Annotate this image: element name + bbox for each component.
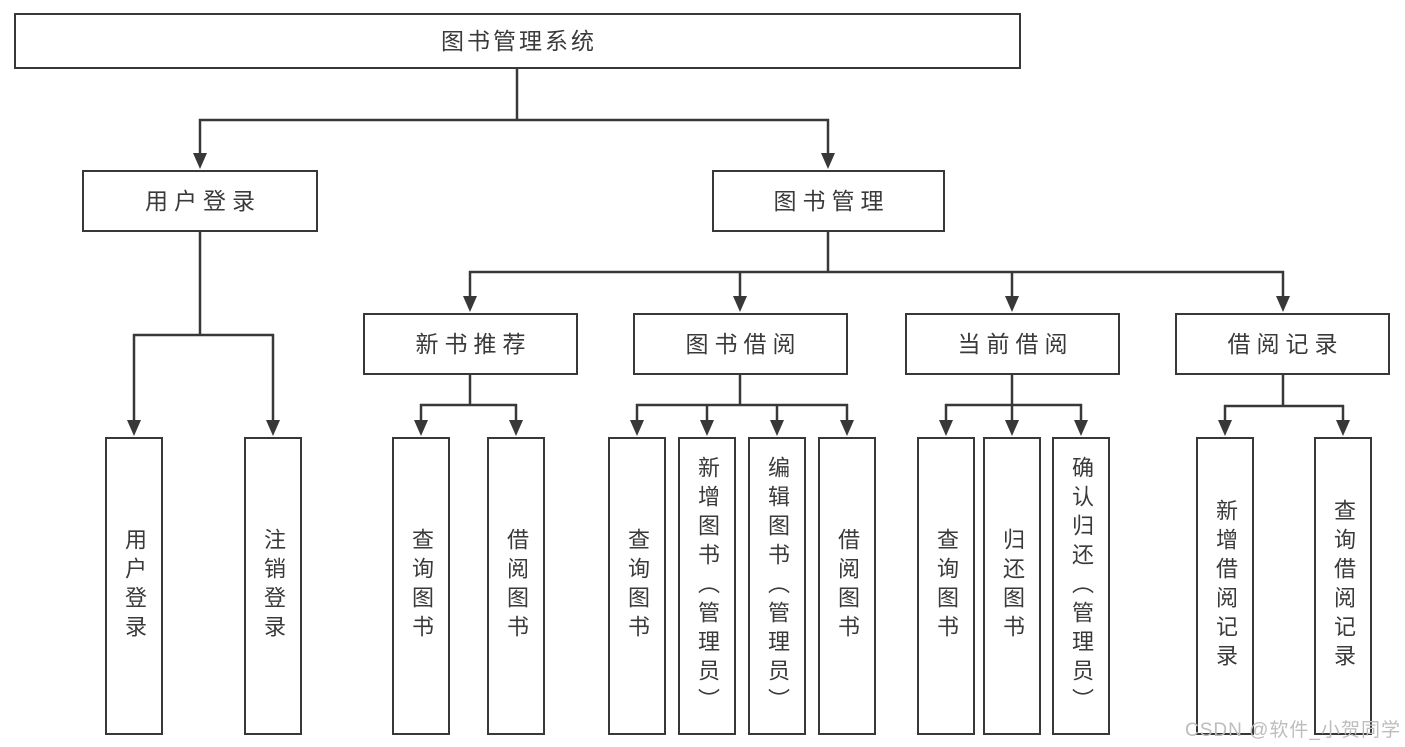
leaf-user-login: 用户登录 (105, 437, 163, 735)
leaf-query-books-borrowing: 查询图书 (608, 437, 666, 735)
leaf-return-books: 归还图书 (983, 437, 1041, 735)
leaf-add-borrow-record: 新增借阅记录 (1196, 437, 1254, 735)
leaf-query-borrow-record: 查询借阅记录 (1314, 437, 1372, 735)
leaf-label-borrow-books-borrowing: 借阅图书 (835, 528, 860, 644)
node-label-book-borrowing: 图书借阅 (685, 330, 802, 357)
leaf-confirm-return-admin: 确认归还（管理员） (1052, 437, 1110, 735)
tree-edges (132, 69, 1345, 423)
leaf-label-confirm-return-admin: 确认归还（管理员） (1069, 455, 1094, 717)
leaf-logout: 注销登录 (244, 437, 302, 735)
node-label-new-book-recommend: 新书推荐 (415, 330, 532, 357)
node-current-borrowing: 当前借阅 (905, 313, 1120, 375)
leaf-label-user-login: 用户登录 (122, 528, 147, 644)
arrowheads (127, 153, 1350, 436)
node-label-current-borrowing: 当前借阅 (957, 330, 1074, 357)
leaf-label-query-books-borrowing: 查询图书 (625, 528, 650, 644)
leaf-label-logout: 注销登录 (261, 528, 286, 644)
node-label-user-login: 用户登录 (145, 187, 261, 214)
node-library-management-system: 图书管理系统 (14, 13, 1021, 69)
node-book-management-module: 图书管理 (712, 170, 945, 232)
leaf-label-edit-books-admin: 编辑图书（管理员） (765, 455, 790, 717)
node-label-root: 图书管理系统 (441, 27, 597, 54)
leaf-label-add-borrow-record: 新增借阅记录 (1213, 499, 1238, 673)
node-new-book-recommend: 新书推荐 (363, 313, 578, 375)
leaf-label-query-borrow-record: 查询借阅记录 (1331, 499, 1356, 673)
leaf-label-query-books-current: 查询图书 (934, 528, 959, 644)
csdn-watermark: CSDN @软件_小贺同学 (1185, 720, 1401, 741)
leaf-borrow-books-recommend: 借阅图书 (487, 437, 545, 735)
leaf-query-books-recommend: 查询图书 (392, 437, 450, 735)
node-label-borrowing-records: 借阅记录 (1227, 330, 1344, 357)
node-user-login-module: 用户登录 (82, 170, 318, 232)
leaf-query-books-current: 查询图书 (917, 437, 975, 735)
node-label-book-management: 图书管理 (773, 187, 890, 214)
leaf-add-books-admin: 新增图书（管理员） (678, 437, 736, 735)
leaf-edit-books-admin: 编辑图书（管理员） (748, 437, 806, 735)
leaf-label-borrow-books-recommend: 借阅图书 (504, 528, 529, 644)
leaf-borrow-books-borrowing: 借阅图书 (818, 437, 876, 735)
node-borrowing-records: 借阅记录 (1175, 313, 1390, 375)
leaf-label-add-books-admin: 新增图书（管理员） (695, 455, 720, 717)
leaf-label-return-books: 归还图书 (1000, 528, 1025, 644)
node-book-borrowing: 图书借阅 (633, 313, 848, 375)
leaf-label-query-books-recommend: 查询图书 (409, 528, 434, 644)
